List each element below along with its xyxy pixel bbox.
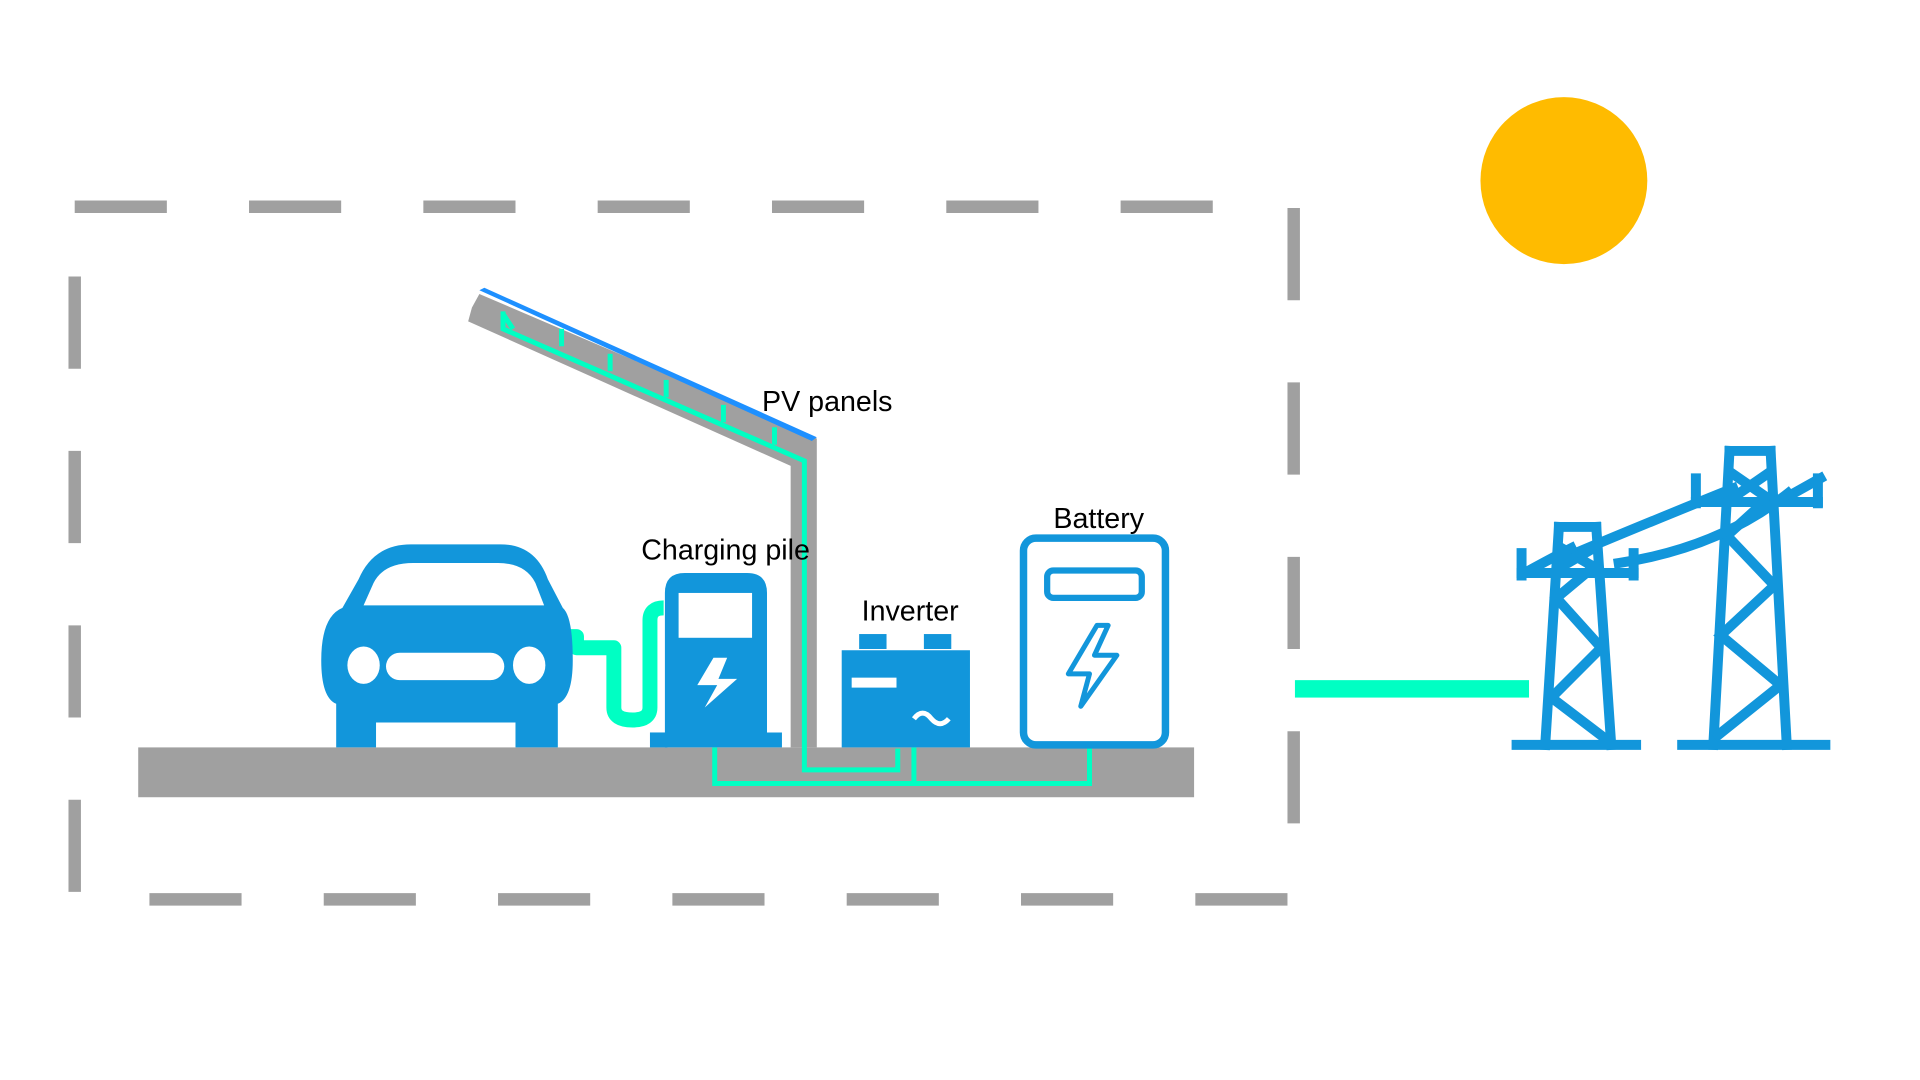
inverter-label: Inverter (862, 595, 959, 627)
inverter-icon (841, 634, 970, 748)
battery-label: Battery (1053, 503, 1144, 535)
carport-structure (468, 293, 817, 748)
wiring (500, 311, 1092, 787)
pv-panels (479, 287, 817, 441)
car-icon (321, 544, 573, 748)
system-boundary (68, 200, 1300, 906)
pv-panels-label: PV panels (762, 386, 892, 418)
charging-pile-label: Charging pile (641, 534, 810, 566)
grid-connection-line (1294, 680, 1530, 698)
transmission-tower-icon (1511, 445, 1831, 751)
battery-icon (1019, 534, 1170, 749)
sun-icon (1480, 97, 1648, 265)
charging-pile-icon (649, 573, 782, 748)
charging-cable (567, 600, 665, 728)
ground-slab (138, 747, 1195, 798)
